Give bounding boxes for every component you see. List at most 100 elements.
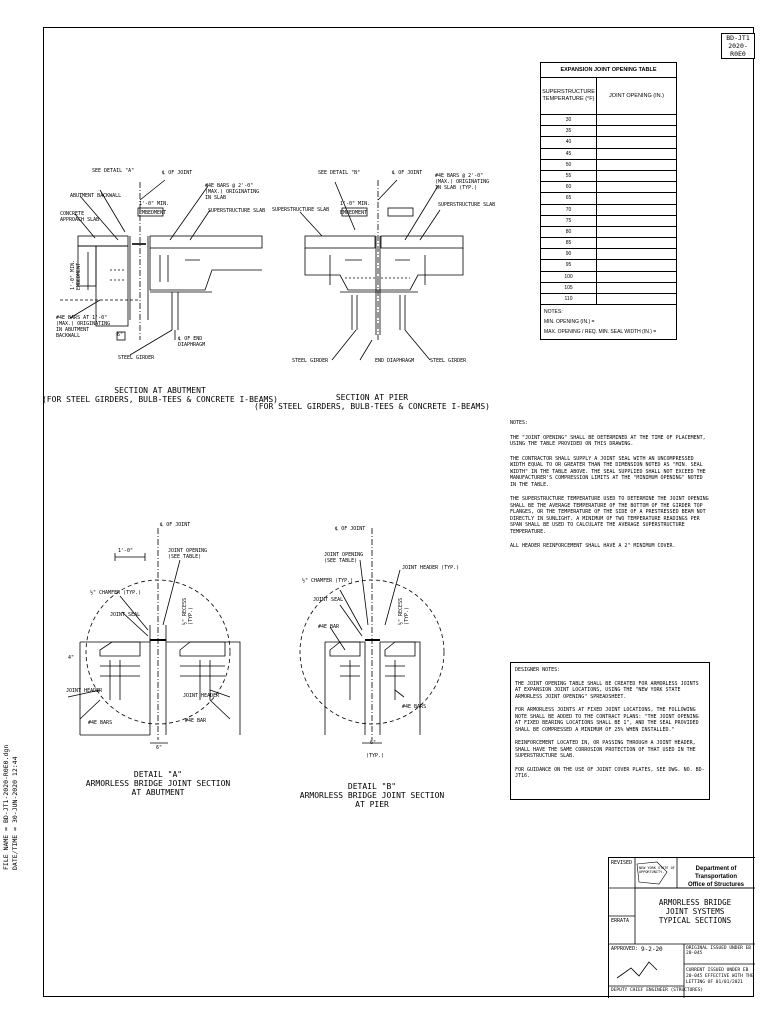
table-cell-temperature: 75 — [541, 215, 597, 226]
table-col-opening: JOINT OPENING (IN.) — [609, 92, 664, 99]
current-issued: CURRENT ISSUED UNDER EB 20-045 EFFECTIVE… — [686, 968, 754, 985]
label-cl-joint-detail-b: ℄ OF JOINT — [335, 526, 366, 532]
label-bars-slab-pier: #4E BARS @ 2'-0" (MAX.) ORIGINATING IN S… — [435, 173, 490, 191]
table-cell-temperature: 45 — [541, 148, 597, 159]
label-approach-slab: CONCRETE APPROACH SLAB — [60, 211, 100, 223]
errata-label: ERRATA — [611, 918, 630, 924]
title-block: REVISED NEW YORK STATE OF OPPORTUNITY. D… — [608, 857, 755, 998]
label-bars-backwall: #4E BARS AT 1'-0" (MAX.) ORIGINATING IN … — [56, 315, 111, 339]
label-min-pier: 1'-0" MIN. — [340, 201, 371, 207]
label-bar-detail-a: #4E BAR — [185, 718, 207, 724]
label-dim-top-detail-a: 1'-0" — [118, 548, 134, 554]
expansion-joint-table: EXPANSION JOINT OPENING TABLE SUPERSTRUC… — [540, 62, 677, 341]
table-row: 65 — [541, 193, 676, 205]
approval-date: 9-2-20 — [641, 946, 663, 953]
section-pier-drawing — [299, 179, 464, 361]
label-recess-detail-a: ½" RECESS (TYP.) — [182, 597, 194, 625]
designer-note-2: FOR ARMORLESS JOINTS AT FIXED JOINT LOCA… — [515, 707, 699, 733]
label-joint-header-left-a: JOINT HEADER — [66, 688, 103, 694]
approved-label: APPROVED: — [611, 946, 639, 952]
label-joint-seal-detail-b: JOINT SEAL — [313, 597, 344, 603]
table-row: 45 — [541, 148, 676, 160]
table-cell-temperature: 90 — [541, 249, 597, 260]
label-dim-6-detail-a: 6" — [156, 745, 163, 751]
table-cell-temperature: 30 — [541, 115, 597, 126]
table-cell-temperature: 55 — [541, 170, 597, 182]
label-see-detail-b: SEE DETAIL "B" — [318, 170, 361, 176]
label-steel-girder-pier-right: STEEL GIRDER — [430, 358, 467, 364]
label-recess-detail-b: ½" RECESS (TYP.) — [398, 597, 410, 625]
table-row: 75 — [541, 215, 676, 227]
notes-heading: NOTES: — [510, 420, 529, 426]
label-bars-slab-abutment: #4E BARS @ 2'-0" (MAX.) ORIGINATING IN S… — [205, 183, 260, 201]
table-cell-temperature: 35 — [541, 126, 597, 137]
drawing-sheet-border — [43, 27, 754, 997]
label-embedment-vertical: 1'-0" MIN. EMBEDMENT — [70, 259, 82, 290]
table-cell-temperature: 95 — [541, 260, 597, 271]
label-embedment-pier: EMBEDMENT — [340, 210, 368, 216]
signer-title: DEPUTY CHIEF ENGINEER (STRUCTURES) — [611, 988, 704, 993]
table-title: EXPANSION JOINT OPENING TABLE — [541, 63, 676, 78]
general-notes: NOTES: THE "JOINT OPENING" SHALL BE DETE… — [510, 420, 710, 558]
label-dim-6-detail-b: 6" — [370, 740, 377, 746]
label-joint-seal-detail-a: JOINT SEAL — [110, 612, 141, 618]
table-cell-temperature: 50 — [541, 159, 597, 170]
title-section-abutment: SECTION AT ABUTMENT (FOR STEEL GIRDERS, … — [41, 386, 279, 404]
table-row: 85 — [541, 238, 676, 250]
label-dim-6-abutment: 6" — [117, 332, 124, 338]
designer-notes-heading: DESIGNER NOTES: — [515, 667, 561, 673]
revised-label: REVISED — [611, 860, 633, 866]
table-cell-temperature: 100 — [541, 271, 597, 282]
label-superstructure-slab-pier-right: SUPERSTRUCTURE SLAB — [438, 202, 496, 208]
table-cell-temperature: 85 — [541, 238, 597, 249]
detail-a-drawing — [67, 528, 241, 744]
label-superstructure-slab-abutment: SUPERSTRUCTURE SLAB — [208, 208, 266, 214]
label-chamfer-detail-a: ½" CHAMFER (TYP.) — [90, 590, 142, 596]
table-notes: NOTES: MIN. OPENING (IN.) = MAX. OPENING… — [544, 309, 657, 336]
label-typ-detail-b: (TYP.) — [366, 753, 385, 759]
table-row: 100 — [541, 271, 676, 283]
title-section-pier: SECTION AT PIER (FOR STEEL GIRDERS, BULB… — [253, 393, 491, 411]
table-row: 90 — [541, 249, 676, 261]
table-row: 95 — [541, 260, 676, 272]
note-4: ALL HEADER REINFORCEMENT SHALL HAVE A 2"… — [510, 543, 676, 549]
table-cell-temperature: 105 — [541, 282, 597, 293]
table-row: 105 — [541, 282, 676, 294]
label-superstructure-slab-pier-left: SUPERSTRUCTURE SLAB — [272, 207, 330, 213]
designer-note-3: REINFORCEMENT LOCATED IN, OR PASSING THR… — [515, 740, 696, 759]
label-joint-opening-detail-b: JOINT OPENING (SEE TABLE) — [324, 552, 364, 564]
label-joint-header-right-a: JOINT HEADER — [183, 693, 220, 699]
note-3: THE SUPERSTRUCTURE TEMPERATURE USED TO D… — [510, 496, 709, 535]
table-row: 55 — [541, 170, 676, 183]
label-dim-4-detail-a: 4" — [68, 655, 75, 661]
title-detail-b: DETAIL "B" ARMORLESS BRIDGE JOINT SECTIO… — [299, 782, 445, 809]
nys-logo: NEW YORK STATE OF OPPORTUNITY. — [639, 866, 675, 874]
table-row: 60 — [541, 182, 676, 194]
note-1: THE "JOINT OPENING" SHALL BE DETERMINED … — [510, 434, 706, 448]
designer-note-1: THE JOINT OPENING TABLE SHALL BE CREATED… — [515, 680, 699, 700]
drawing-number: BD-JT1 — [726, 34, 750, 42]
table-row: 110 — [541, 294, 676, 306]
detail-b-drawing — [299, 528, 445, 744]
label-abutment-backwall: ABUTMENT BACKWALL — [70, 193, 122, 199]
label-end-diaphragm: END DIAPHRAGM — [375, 358, 415, 364]
title-block-grid — [609, 858, 755, 998]
label-embedment-abutment: EMBEDMENT — [139, 210, 167, 216]
label-see-detail-a: SEE DETAIL "A" — [92, 168, 135, 174]
table-cell-temperature: 65 — [541, 193, 597, 204]
table-col-temperature: SUPERSTRUCTURE TEMPERATURE (°F) — [541, 78, 597, 114]
sheet-title: ARMORLESS BRIDGE JOINT SYSTEMS TYPICAL S… — [658, 898, 732, 925]
table-row: 70 — [541, 204, 676, 216]
designer-note-4: FOR GUIDANCE ON THE USE OF JOINT COVER P… — [515, 766, 705, 780]
label-cl-joint-pier: ℄ OF JOINT — [392, 170, 423, 176]
table-cell-temperature: 70 — [541, 204, 597, 215]
table-row: 80 — [541, 226, 676, 239]
label-bars-detail-a: #4E BARS — [88, 720, 113, 726]
label-cl-end-diaphragm: ℄ OF END DIAPHRAGM — [178, 336, 206, 348]
table-row: 50 — [541, 159, 676, 171]
table-cell-temperature: 110 — [541, 294, 597, 305]
title-detail-a: DETAIL "A" ARMORLESS BRIDGE JOINT SECTIO… — [85, 770, 231, 797]
table-row: 35 — [541, 126, 676, 138]
label-min-abutment: 1'-0" MIN. — [139, 201, 170, 207]
table-row: 30 — [541, 115, 676, 127]
